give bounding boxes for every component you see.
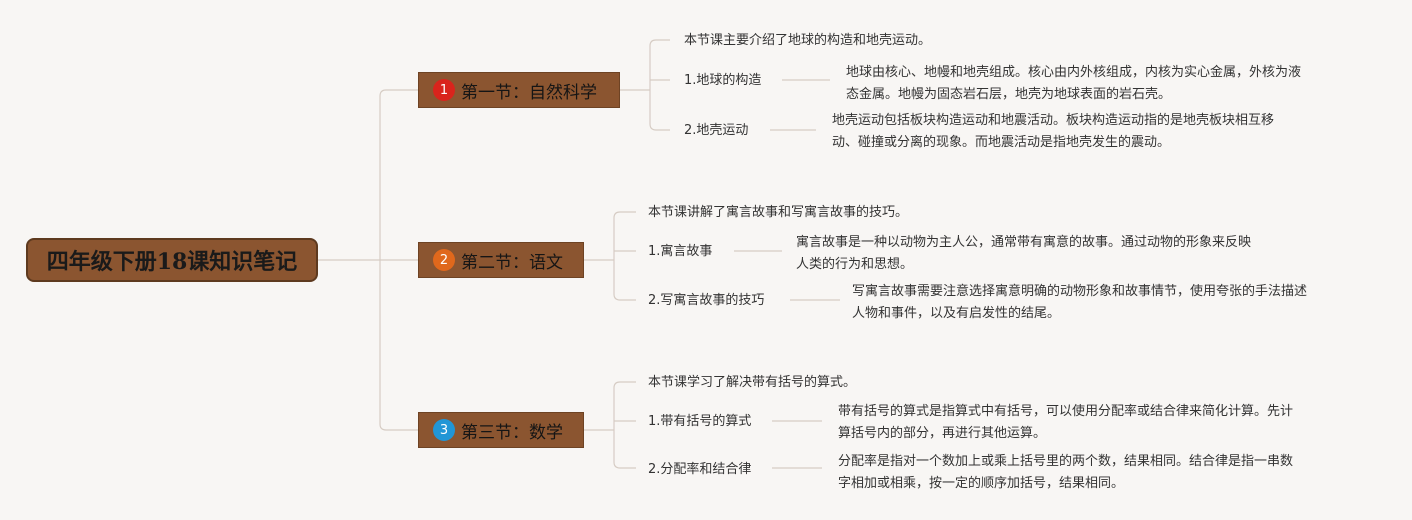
topic-detail: 地壳运动包括板块构造运动和地震活动。板块构造运动指的是地壳板块相互移 动、碰撞或… — [832, 110, 1274, 154]
detail-line: 地球由核心、地幔和地壳组成。核心由内外核组成，内核为实心金属，外核为液 — [846, 65, 1302, 80]
detail-line: 算括号内的部分，再进行其他运算。 — [838, 426, 1047, 441]
section-title: 第一节：自然科学 — [461, 82, 597, 103]
topic-label: 2.写寓言故事的技巧 — [648, 293, 765, 308]
detail-line: 人物和事件，以及有启发性的结尾。 — [852, 306, 1061, 321]
detail-line: 态金属。地幔为固态岩石层，地壳为地球表面的岩石壳。 — [846, 87, 1172, 102]
topic-detail: 带有括号的算式是指算式中有括号，可以使用分配率或结合律来简化计算。先计 算括号内… — [838, 401, 1293, 445]
section-summary: 本节课学习了解决带有括号的算式。 — [648, 375, 857, 390]
detail-line: 寓言故事是一种以动物为主人公，通常带有寓意的故事。通过动物的形象来反映 — [796, 235, 1252, 250]
topic-label: 1.地球的构造 — [684, 73, 762, 88]
topic-label: 1.寓言故事 — [648, 244, 713, 259]
detail-line: 带有括号的算式是指算式中有括号，可以使用分配率或结合律来简化计算。先计 — [838, 404, 1294, 419]
topic-detail: 分配率是指对一个数加上或乘上括号里的两个数，结果相同。结合律是指一串数 字相加或… — [838, 451, 1293, 495]
topic-detail: 寓言故事是一种以动物为主人公，通常带有寓意的故事。通过动物的形象来反映 人类的行… — [796, 232, 1251, 276]
section-node-3[interactable]: 3 第三节：数学 — [418, 412, 584, 448]
detail-line: 分配率是指对一个数加上或乘上括号里的两个数，结果相同。结合律是指一串数 — [838, 454, 1294, 469]
topic-label: 2.分配率和结合律 — [648, 462, 752, 477]
root-node[interactable]: 四年级下册18课知识笔记 — [26, 238, 318, 282]
number-badge-icon: 2 — [433, 249, 455, 271]
detail-line: 地壳运动包括板块构造运动和地震活动。板块构造运动指的是地壳板块相互移 — [832, 113, 1275, 128]
section-summary: 本节课讲解了寓言故事和写寓言故事的技巧。 — [648, 205, 909, 220]
topic-label: 2.地壳运动 — [684, 123, 749, 138]
topic-detail: 写寓言故事需要注意选择寓意明确的动物形象和故事情节，使用夸张的手法描述 人物和事… — [852, 281, 1307, 325]
section-title: 第二节：语文 — [461, 252, 563, 273]
root-title: 四年级下册18课知识笔记 — [46, 249, 298, 275]
number-badge-icon: 1 — [433, 79, 455, 101]
detail-line: 人类的行为和思想。 — [796, 257, 914, 272]
topic-detail: 地球由核心、地幔和地壳组成。核心由内外核组成，内核为实心金属，外核为液 态金属。… — [846, 62, 1301, 106]
section-node-1[interactable]: 1 第一节：自然科学 — [418, 72, 620, 108]
number-badge-icon: 3 — [433, 419, 455, 441]
section-summary: 本节课主要介绍了地球的构造和地壳运动。 — [684, 33, 932, 48]
detail-line: 字相加或相乘，按一定的顺序加括号，结果相同。 — [838, 476, 1125, 491]
topic-label: 1.带有括号的算式 — [648, 414, 752, 429]
section-title: 第三节：数学 — [461, 422, 563, 443]
detail-line: 动、碰撞或分离的现象。而地震活动是指地壳发生的震动。 — [832, 135, 1171, 150]
detail-line: 写寓言故事需要注意选择寓意明确的动物形象和故事情节，使用夸张的手法描述 — [852, 284, 1308, 299]
section-node-2[interactable]: 2 第二节：语文 — [418, 242, 584, 278]
